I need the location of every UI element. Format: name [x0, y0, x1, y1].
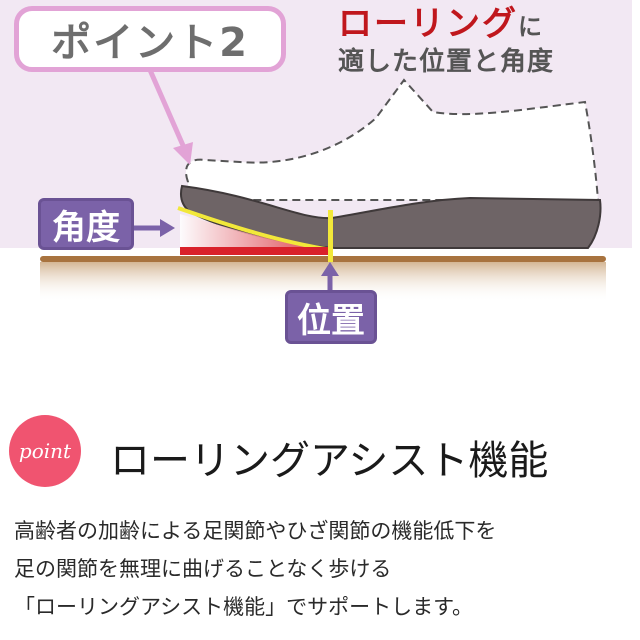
headline-subline: 適した位置と角度	[338, 47, 555, 77]
angle-label-text: 角度	[52, 207, 120, 248]
description-line: 高齢者の加齢による足関節やひざ関節の機能低下を	[14, 519, 497, 543]
position-label: 位置	[285, 290, 377, 344]
callout-label: ポイント2	[51, 20, 249, 66]
headline-particle: に	[518, 13, 542, 41]
point-badge: point	[9, 415, 81, 487]
point-badge-text: point	[18, 439, 72, 463]
position-label-text: 位置	[297, 300, 365, 341]
feature-title: ローリングアシスト機能	[110, 438, 549, 484]
point-2-callout: ポイント2	[14, 6, 286, 72]
shoe-illustration: ポイント2 ローリングに 適した位置と角度 角度 位置	[0, 0, 638, 344]
angle-label: 角度	[38, 198, 134, 250]
feature-description: 高齢者の加齢による足関節やひざ関節の機能低下を 足の関節を無理に曲げることなく歩…	[14, 512, 496, 626]
shoe-diagram	[40, 68, 606, 302]
illustration-headline: ローリングに 適した位置と角度	[338, 2, 638, 78]
description-line: 「ローリングアシスト機能」でサポートします。	[14, 595, 474, 619]
description-line: 足の関節を無理に曲げることなく歩ける	[14, 557, 392, 581]
headline-highlight: ローリング	[338, 4, 518, 44]
